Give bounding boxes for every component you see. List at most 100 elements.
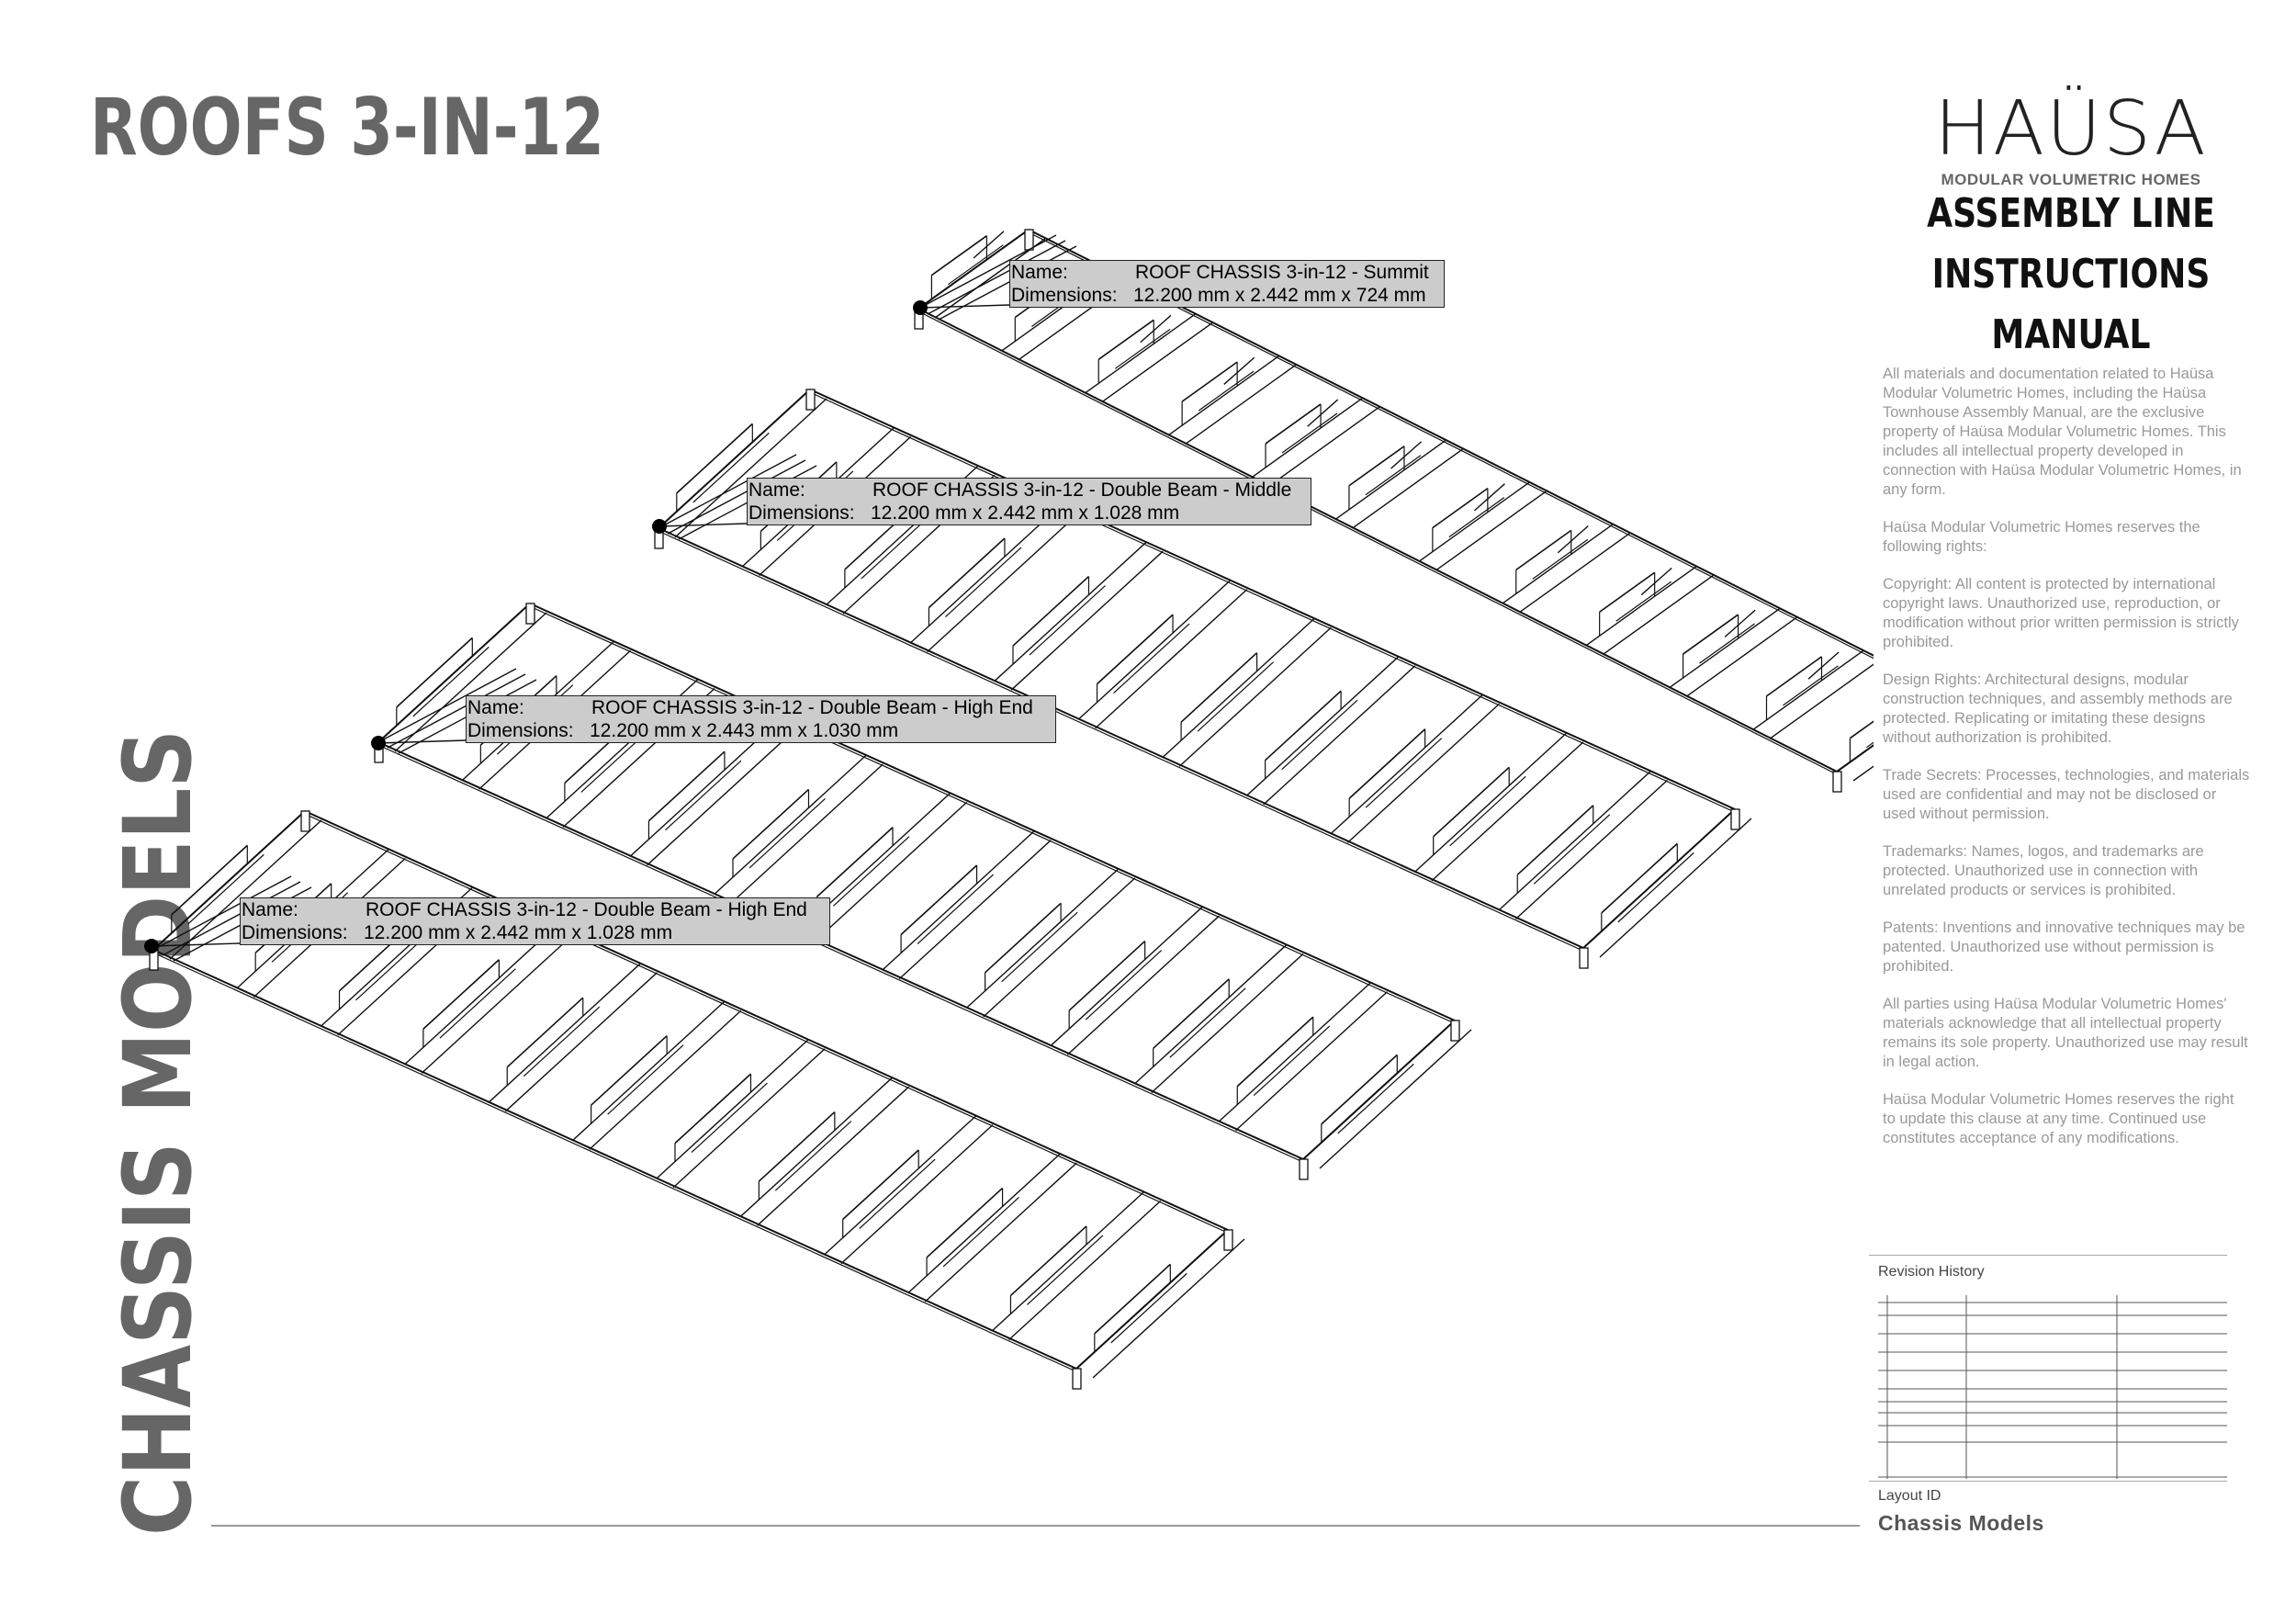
raised-beam [1515,529,1572,571]
callout-name: ROOF CHASSIS 3-in-12 - Double Beam - Hig… [366,899,807,920]
raised-beam [926,1187,1004,1258]
cross-beam-pair [757,1086,910,1226]
callout-name: ROOF CHASSIS 3-in-12 - Double Beam - Mid… [872,479,1292,501]
hausa-logo: HAÜSA [1934,85,2208,173]
cross-beam-pair [504,972,658,1112]
raised-beam [1181,361,1238,402]
cross-beam-pair [1431,741,1584,882]
gable-rail [377,668,517,743]
callout-name: ROOF CHASSIS 3-in-12 - Summit [1135,262,1429,283]
cross-beam-pair [672,1048,826,1189]
cross-beam [1050,906,1203,1046]
callout-name-label: Name: [467,697,524,718]
raised-beam [985,902,1062,974]
raised-beam-pair [1449,775,1526,847]
callout-dot-3 [371,736,386,750]
cross-beam [488,963,641,1103]
layout-id-label: Layout ID [1878,1488,1941,1504]
cross-beam [714,754,867,895]
layout-rule [1869,1481,2227,1482]
raised-beam [1096,614,1174,685]
gable-rail [938,245,1077,321]
raised-beam [1236,1016,1314,1088]
raised-beam [928,537,1006,609]
raised-beam-pair [1110,1272,1187,1344]
front-rail-edge [661,532,1588,953]
raised-beam [676,423,753,494]
summit-ridge [1640,567,1672,596]
summit-ridge [1307,399,1339,427]
corner-post [1579,947,1589,969]
cross-beam [1335,439,1446,520]
cross-beam [1162,617,1315,758]
gable-rail [152,875,292,951]
front-rail-edge [921,312,1841,777]
cross-beam-pair [1319,1029,1472,1169]
cross-beam-pair [1685,616,1797,697]
callout-dim-label: Dimensions: [1011,285,1118,306]
cross-beam-pair [815,801,968,942]
callout-leader-3 [377,739,467,744]
cross-beam [992,1191,1145,1332]
cross-beam [1075,1229,1229,1370]
raised-beam [506,997,584,1068]
manual-title: ASSEMBLY LINE INSTRUCTIONS MANUAL [1906,184,2237,366]
corner-post [1450,1020,1460,1042]
cross-beam [1218,982,1371,1122]
gable-rail [387,673,526,749]
cross-beam [1134,943,1288,1084]
callout-leader-2 [658,523,748,527]
callout-name-label: Name: [242,899,298,920]
raised-beam-pair [439,968,516,1039]
summit-ridge [1140,314,1172,344]
cross-beam [1502,524,1614,604]
callout-dimensions: 12.200 mm x 2.442 mm x 1.028 mm [871,502,1180,524]
chassis-frame-2 [374,603,1472,1180]
corner-post [1730,808,1740,830]
cross-beam-pair [983,877,1136,1018]
manual-title-line: ASSEMBLY LINE [1927,190,2215,237]
raised-beam-pair [1169,987,1246,1058]
cross-beam-pair [1234,991,1388,1132]
raised-beam-pair [691,1082,768,1154]
raised-beam [647,750,726,822]
cross-beam-pair [1769,663,1874,739]
cross-beam-pair [1599,818,1752,958]
cross-beam [966,868,1120,1009]
cross-beam [404,924,557,1065]
cross-beam [656,1039,809,1179]
back-rail-edge [813,393,1739,815]
raised-beam [1068,940,1146,1011]
cross-beam-pair [898,840,1052,980]
cross-beam [1330,694,1483,834]
raised-beam-pair [1001,911,1078,983]
raised-beam [1265,403,1322,445]
callout-dim-label: Dimensions: [748,502,855,524]
legal-paragraph: Haüsa Modular Volumetric Homes reserves … [1883,1091,2234,1146]
cross-beam-pair [730,763,884,904]
cross-beam [1836,744,1874,773]
raised-beam-pair [1253,1025,1331,1097]
callout-double-beam-middle: Name:ROOF CHASSIS 3-in-12 - Double Beam … [747,478,1311,525]
gable-rail [927,240,1066,315]
summit-ridge [1390,441,1423,469]
front-rail [658,527,1584,949]
raised-beam-pair [1532,538,1589,580]
legal-paragraph: All materials and documentation related … [1883,366,2242,498]
legal-paragraph: Patents: Inventions and innovative techn… [1883,919,2245,975]
raised-beam [900,864,978,936]
legal-paragraph: Trademarks: Names, logos, and trademarks… [1883,843,2204,898]
legal-notice: All materials and documentation related … [1883,365,2250,1167]
cross-beam [882,830,1035,971]
raised-beam-pair [1085,950,1163,1021]
cross-beam-pair [1518,533,1630,614]
finish-end-beam [1836,744,1874,773]
raised-beam [591,1035,668,1106]
front-rail-edge [381,746,1308,1165]
cross-beam [377,603,531,743]
cross-beam-pair [1852,765,1874,782]
raised-beam [1321,1054,1398,1125]
summit-ridge [1223,356,1255,385]
gable-rail [162,881,301,956]
cross-beam-pair [1346,703,1500,843]
